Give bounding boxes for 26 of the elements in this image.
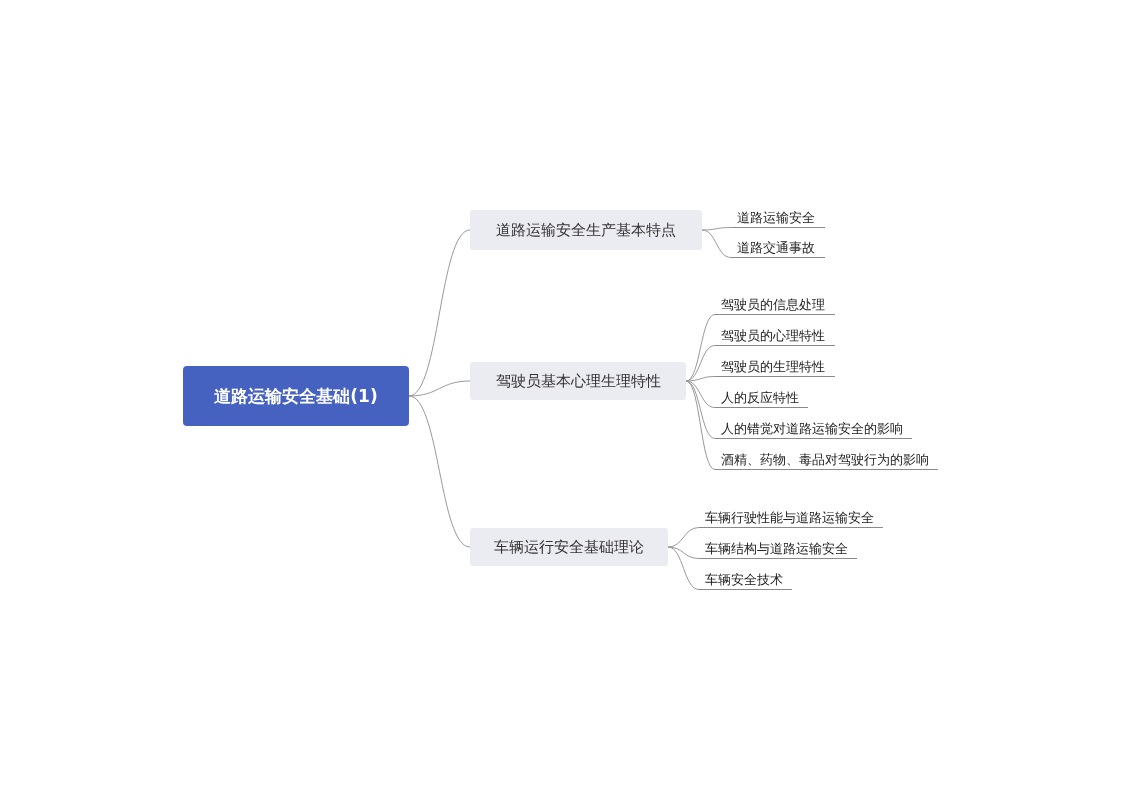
topic-box: 车辆运行安全基础理论 [470, 528, 668, 566]
connector-line [667, 527, 700, 548]
connector-line [685, 380, 716, 470]
subtopic-label: 驾驶员的生理特性 [715, 358, 835, 377]
connector-line [685, 314, 716, 382]
subtopic-label: 车辆行驶性能与道路运输安全 [699, 509, 883, 528]
subtopic-label: 人的错觉对道路运输安全的影响 [715, 420, 912, 439]
connector-line [667, 546, 700, 590]
connector-line [408, 380, 471, 397]
topic-box: 道路运输安全生产基本特点 [470, 210, 702, 250]
subtopic-label: 车辆安全技术 [699, 571, 792, 590]
connector-line [685, 376, 716, 382]
root-topic-box: 道路运输安全基础(1) [183, 366, 409, 426]
subtopic-label: 驾驶员的信息处理 [715, 296, 835, 315]
subtopic-label: 人的反应特性 [715, 389, 808, 408]
subtopic-label: 驾驶员的心理特性 [715, 327, 835, 346]
connector-line [408, 395, 471, 548]
subtopic-label: 车辆结构与道路运输安全 [699, 540, 857, 559]
connector-line [667, 546, 700, 559]
connector-line [701, 229, 732, 258]
subtopic-label: 道路运输安全 [731, 209, 825, 228]
connector-line [701, 227, 732, 231]
topic-box: 驾驶员基本心理生理特性 [470, 362, 686, 400]
subtopic-label: 酒精、药物、毒品对驾驶行为的影响 [715, 451, 938, 470]
subtopic-label: 道路交通事故 [731, 239, 825, 258]
connector-line [685, 380, 716, 439]
